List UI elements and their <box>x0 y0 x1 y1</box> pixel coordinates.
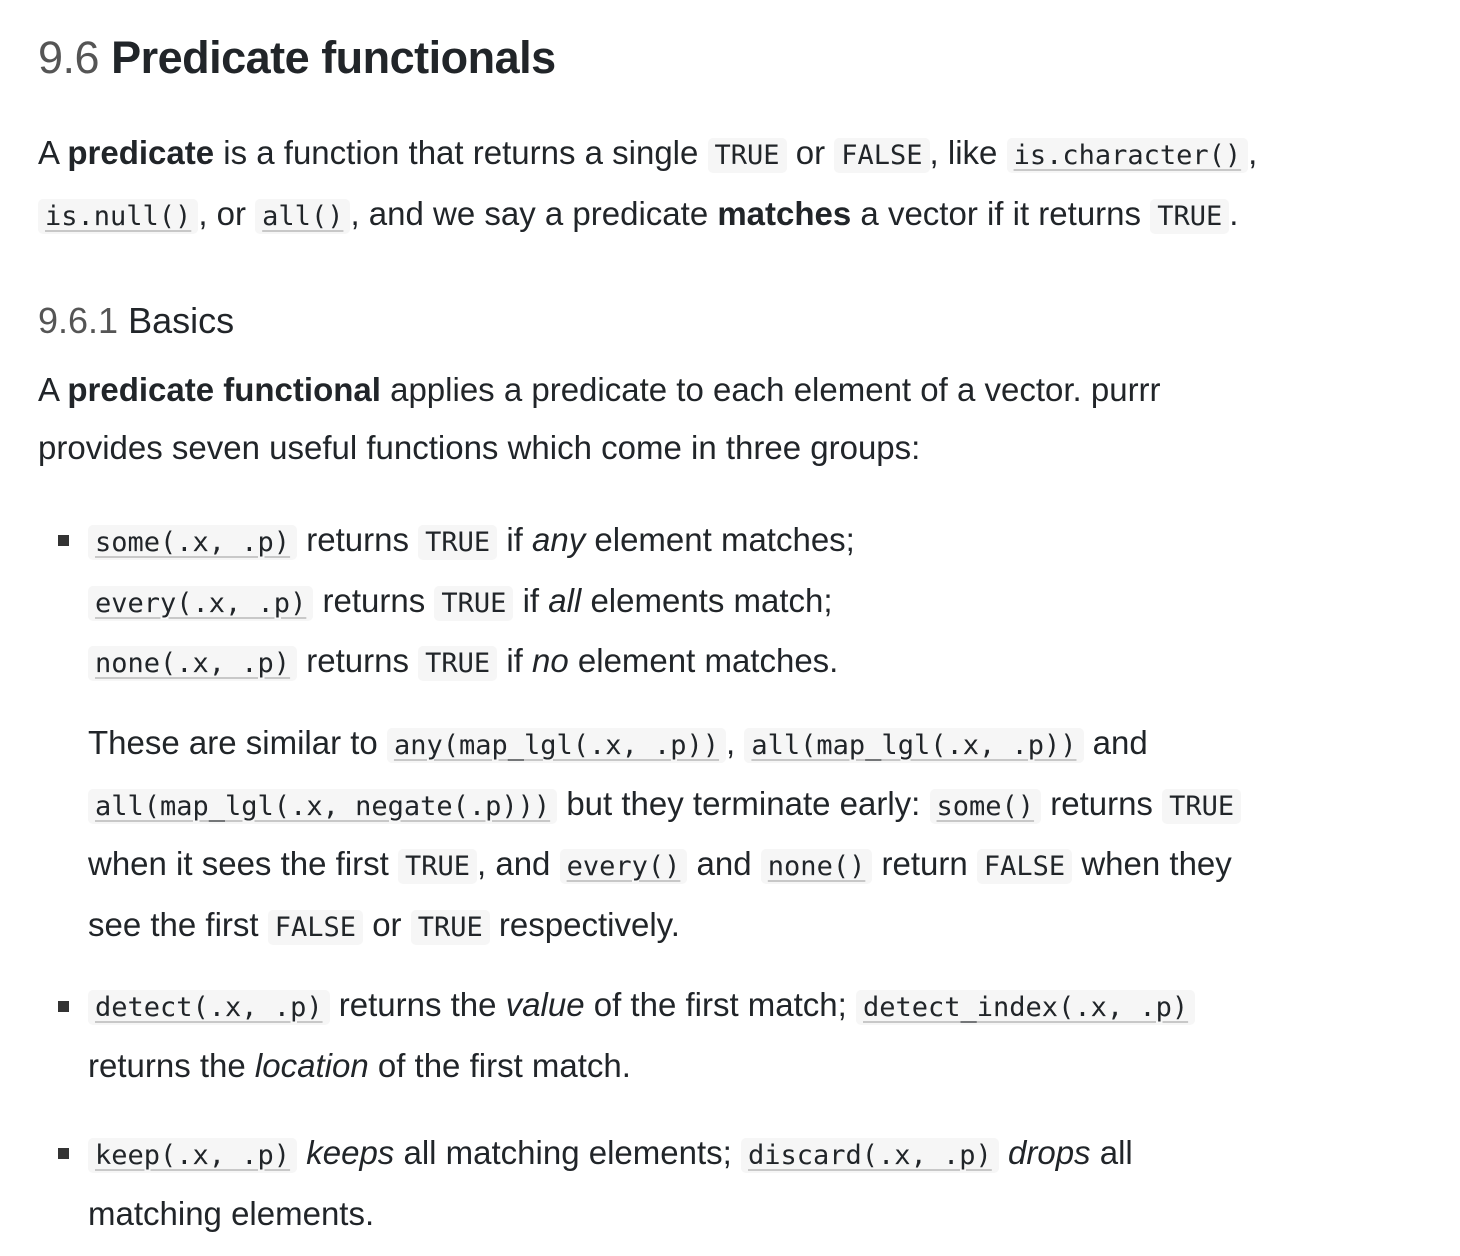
function-link[interactable]: none(.x, .p) <box>88 646 298 681</box>
text: returns <box>313 581 435 619</box>
emphasis: keeps <box>306 1134 395 1171</box>
text: , <box>1248 134 1258 171</box>
function-link[interactable]: all(map_lgl(.x, .p)) <box>744 728 1084 763</box>
text: if <box>513 581 549 619</box>
text: applies a predicate to each element of a… <box>380 371 1161 408</box>
inline-code: TRUE <box>1150 198 1230 234</box>
inline-code: FALSE <box>834 138 930 173</box>
inline-code: TRUE <box>1162 788 1242 824</box>
text: when they <box>1072 845 1232 882</box>
function-link[interactable]: all() <box>255 198 351 234</box>
text: or <box>363 905 411 943</box>
intro-paragraph: A predicate is a function that returns a… <box>38 124 1257 245</box>
text: These are similar to <box>88 724 387 761</box>
text <box>297 1134 306 1171</box>
text: and <box>1083 724 1148 761</box>
text: returns <box>1041 784 1163 822</box>
emphasis: value <box>505 986 585 1023</box>
text: returns <box>297 521 419 558</box>
function-link[interactable]: none() <box>760 849 873 884</box>
function-link[interactable]: is.character() <box>1006 138 1249 173</box>
function-link[interactable]: every() <box>559 849 688 884</box>
function-link[interactable]: some() <box>929 788 1042 824</box>
emphasis: drops <box>1008 1134 1091 1171</box>
text: of the first match; <box>584 986 856 1023</box>
text: A <box>38 371 68 408</box>
bullet-icon <box>58 535 69 546</box>
text: , and we say a predicate <box>350 194 718 232</box>
list-item-note: These are similar to any(map_lgl(.x, .p)… <box>88 714 1242 956</box>
bullet-icon <box>58 1001 69 1012</box>
function-link[interactable]: all(map_lgl(.x, negate(.p))) <box>88 788 558 824</box>
bullet-icon <box>58 1148 69 1159</box>
text: returns the <box>329 986 506 1023</box>
text: elements match; <box>581 581 833 619</box>
text: and <box>687 845 761 882</box>
list-item-some-every-none: some(.x, .p) returns TRUE if any element… <box>88 511 855 693</box>
emphasis: location <box>254 1046 369 1084</box>
subsection-heading: 9.6.1 Basics <box>38 300 235 341</box>
text: when it sees the first <box>88 845 398 882</box>
text: if <box>497 642 532 679</box>
inline-code: TRUE <box>418 525 498 560</box>
inline-code: TRUE <box>707 138 787 173</box>
text: , and <box>477 845 560 882</box>
text: returns <box>297 642 419 679</box>
text: A <box>38 134 68 171</box>
text: returns the <box>88 1046 255 1084</box>
emphasis: any <box>532 521 586 558</box>
text: element matches. <box>568 642 839 679</box>
function-link[interactable]: detect_index(.x, .p) <box>856 990 1196 1025</box>
function-link[interactable]: any(map_lgl(.x, .p)) <box>386 728 727 763</box>
text: , like <box>929 134 1007 171</box>
inline-code: TRUE <box>410 909 490 945</box>
text: , <box>726 724 745 761</box>
emphasis: no <box>532 642 569 679</box>
text: all matching elements; <box>394 1134 741 1171</box>
text: . <box>1229 194 1239 232</box>
section-heading: 9.6 Predicate functionals <box>38 32 556 83</box>
text <box>999 1134 1008 1171</box>
text: or <box>786 134 835 171</box>
inline-code: TRUE <box>397 849 478 884</box>
emphasis: all <box>548 581 582 619</box>
text: provides seven useful functions which co… <box>38 428 921 466</box>
text: respectively. <box>489 905 680 943</box>
text: but they terminate early: <box>557 784 930 822</box>
inline-code: FALSE <box>267 909 364 945</box>
list-item-keep-discard: keep(.x, .p) keeps all matching elements… <box>88 1124 1133 1242</box>
bold-term: predicate <box>67 134 215 171</box>
text: return <box>872 845 977 882</box>
function-link[interactable]: is.null() <box>38 198 199 234</box>
text: element matches; <box>585 521 855 558</box>
text: if <box>497 521 532 558</box>
bold-term: predicate functional <box>67 371 381 408</box>
text: a vector if it returns <box>851 194 1151 232</box>
inline-code: TRUE <box>434 585 514 621</box>
text: all <box>1090 1134 1133 1171</box>
text: , or <box>198 194 256 232</box>
function-link[interactable]: some(.x, .p) <box>88 525 298 560</box>
function-link[interactable]: detect(.x, .p) <box>88 990 330 1025</box>
inline-code: FALSE <box>976 849 1073 884</box>
inline-code: TRUE <box>418 646 498 681</box>
text: is a function that returns a single <box>214 134 708 171</box>
bold-term: matches <box>717 194 852 232</box>
list-item-detect: detect(.x, .p) returns the value of the … <box>88 976 1196 1094</box>
function-link[interactable]: every(.x, .p) <box>88 585 314 621</box>
basics-paragraph: A predicate functional applies a predica… <box>38 361 1161 476</box>
text: matching elements. <box>88 1194 375 1232</box>
text: of the first match. <box>368 1046 631 1084</box>
function-link[interactable]: discard(.x, .p) <box>740 1138 999 1173</box>
text: see the first <box>88 905 268 943</box>
function-link[interactable]: keep(.x, .p) <box>88 1138 298 1173</box>
